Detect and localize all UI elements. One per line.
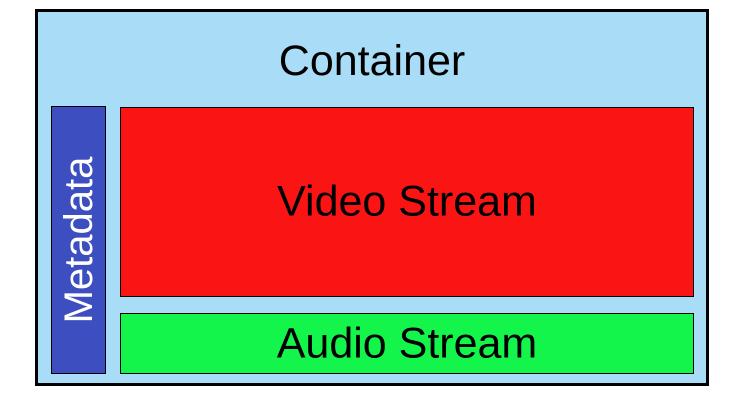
- video-stream-box: Video Stream: [120, 107, 694, 297]
- video-stream-label: Video Stream: [277, 177, 537, 226]
- audio-stream-box: Audio Stream: [120, 313, 694, 374]
- container-label: Container: [278, 37, 466, 85]
- audio-stream-label: Audio Stream: [276, 319, 538, 367]
- metadata-box: Metadata: [51, 106, 106, 374]
- metadata-label: Metadata: [56, 156, 101, 324]
